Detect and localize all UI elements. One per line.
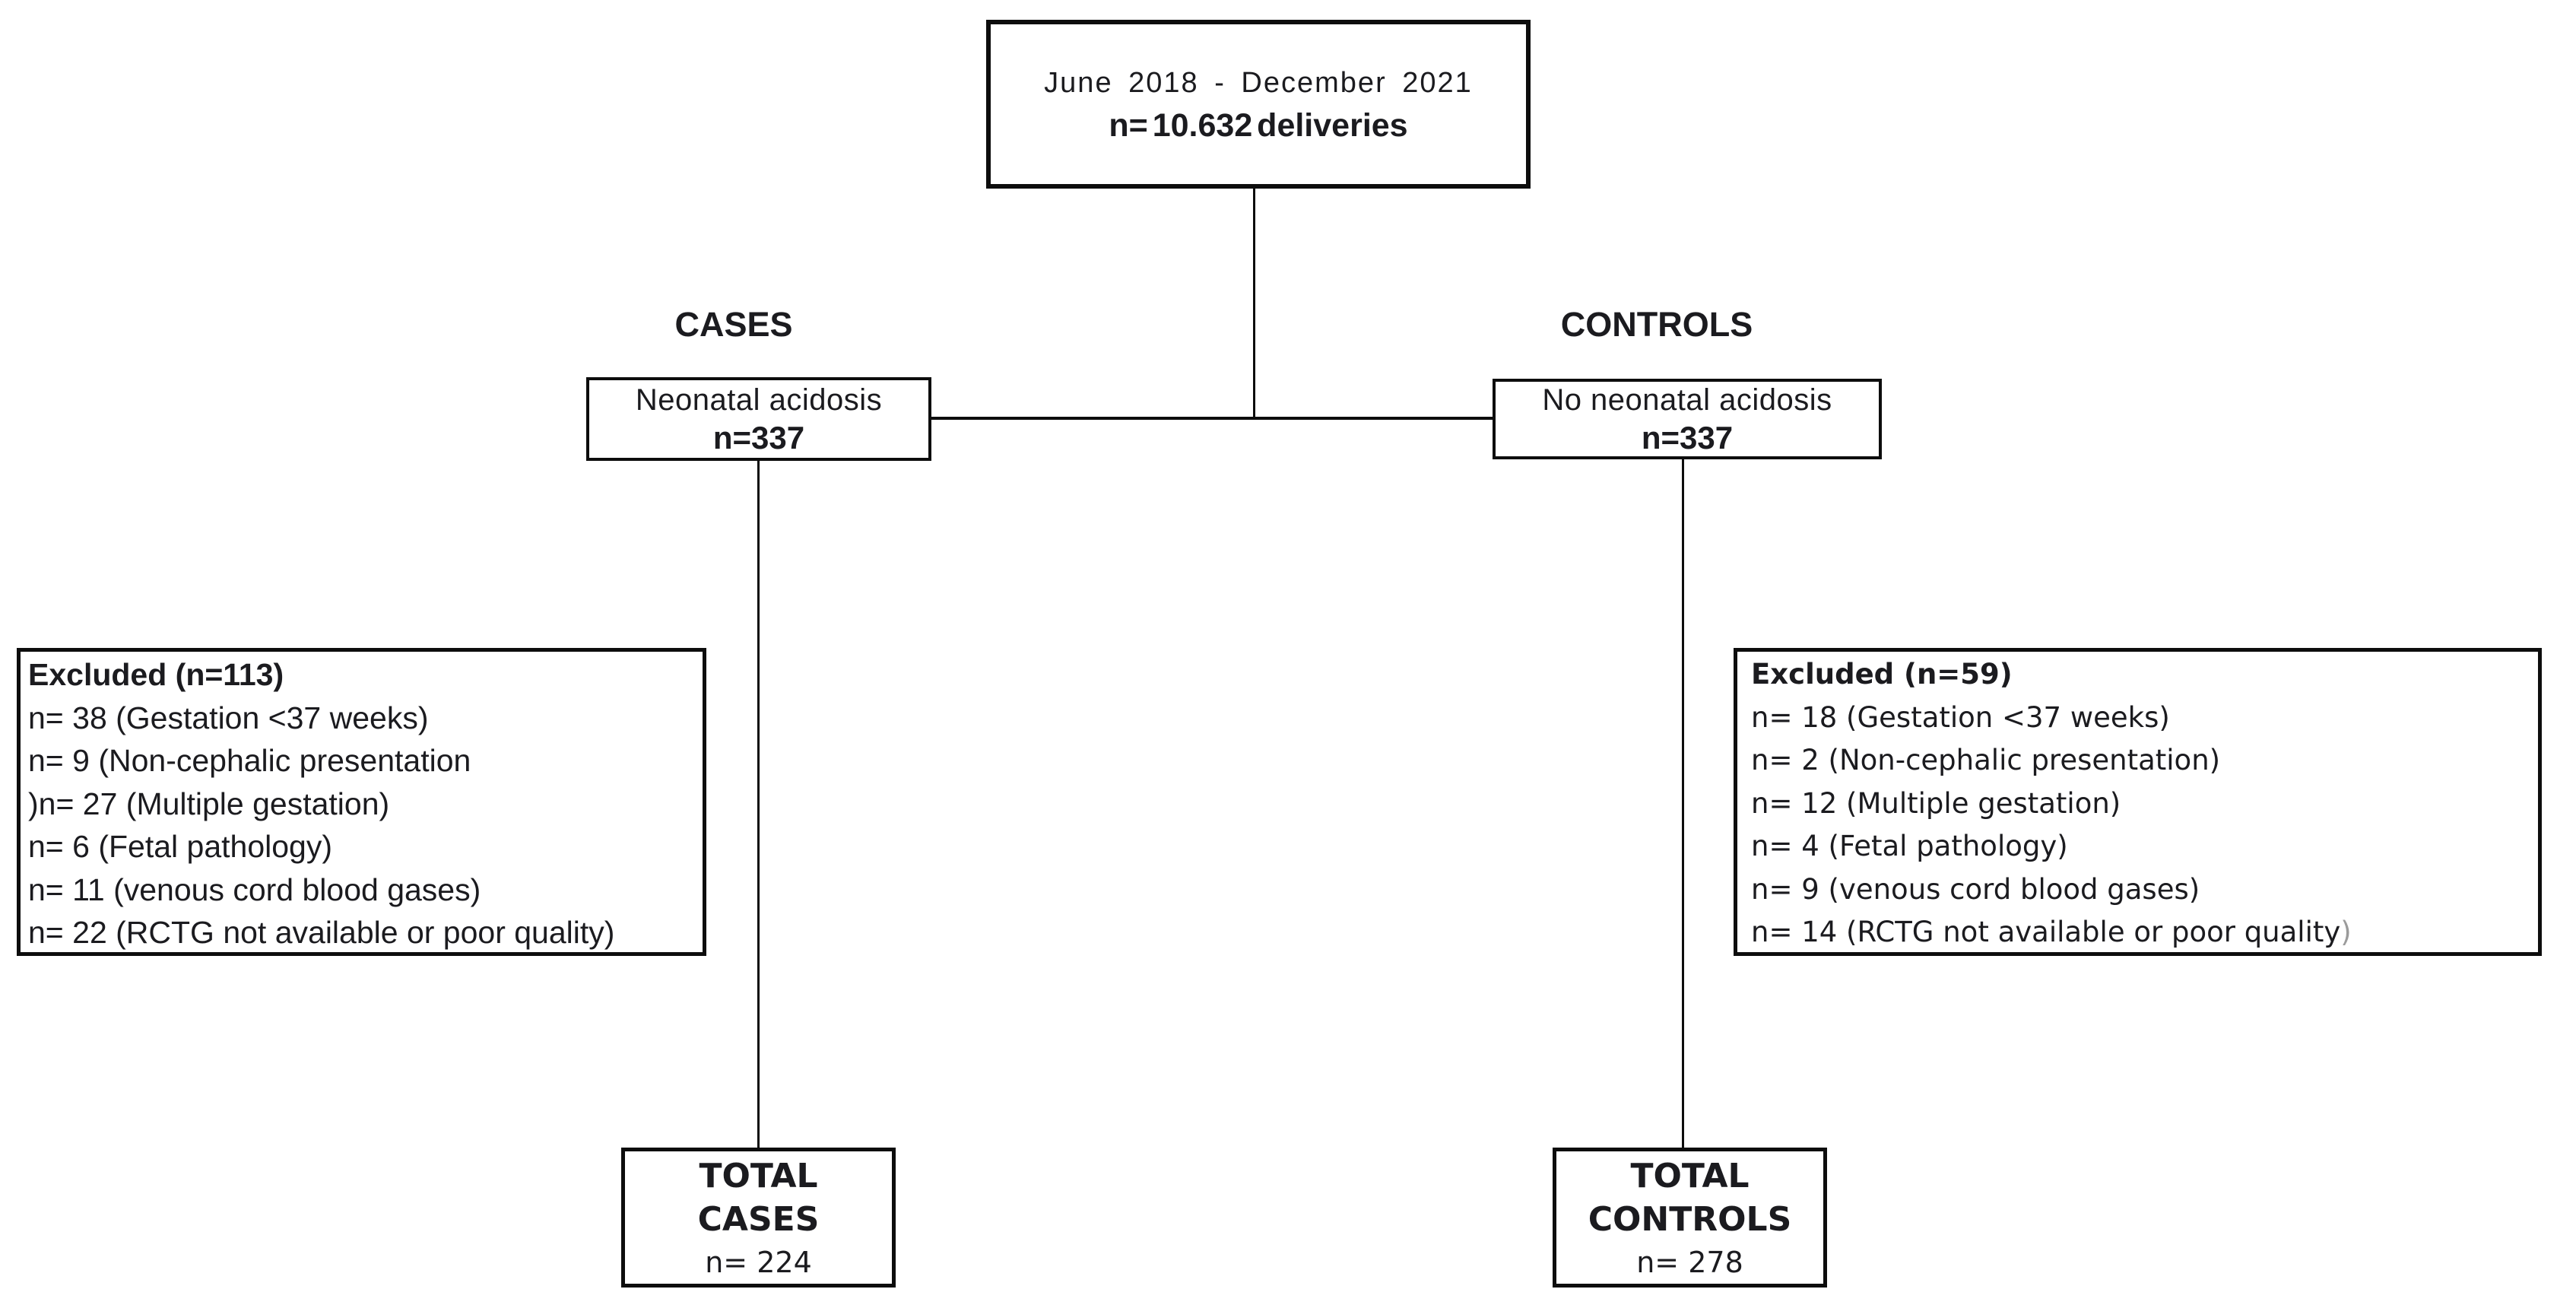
deliveries-box: June 2018 - December 2021 n= 10.632 deli…: [986, 20, 1531, 189]
cases-box-count: n=337: [712, 420, 805, 456]
total-cases-word-cases: CASES: [697, 1200, 820, 1239]
connector-cases-vertical: [757, 459, 760, 1154]
connector-horizontal-rail: [931, 417, 1493, 420]
cases-excluded-item: n= 38 (Gestation <37 weeks): [28, 700, 429, 735]
cases-heading: CASES: [674, 305, 793, 344]
controls-excluded-item: n= 9 (venous cord blood gases): [1751, 872, 2200, 906]
cases-excluded-box: Excluded (n=113) n= 38 (Gestation <37 we…: [17, 648, 706, 956]
cases-excluded-item: n= 22 (RCTG not available or poor qualit…: [28, 915, 615, 950]
controls-box: No neonatal acidosis n=337: [1493, 379, 1882, 459]
cases-box: Neonatal acidosis n=337: [586, 377, 931, 461]
total-cases-box: TOTAL CASES n= 224: [621, 1148, 896, 1288]
deliveries-period: June 2018 - December 2021: [1044, 67, 1473, 99]
controls-excluded-title: Excluded (n=59): [1751, 658, 2013, 691]
total-cases-count: n= 224: [705, 1246, 812, 1279]
cases-excluded-item: )n= 27 (Multiple gestation): [28, 786, 390, 821]
controls-excluded-item: n= 18 (Gestation <37 weeks): [1751, 700, 2170, 734]
total-controls-box: TOTAL CONTROLS n= 278: [1553, 1148, 1827, 1288]
controls-excluded-item: n= 4 (Fetal pathology): [1751, 830, 2068, 862]
controls-excluded-item-text: n= 14 (RCTG not available or poor qualit…: [1751, 916, 2341, 948]
cases-excluded-item: n= 6 (Fetal pathology): [28, 829, 332, 864]
connector-top-vertical: [1253, 189, 1255, 419]
controls-excluded-item: n= 14 (RCTG not available or poor qualit…: [1751, 911, 2538, 954]
controls-box-label: No neonatal acidosis: [1542, 383, 1832, 417]
controls-heading: CONTROLS: [1560, 305, 1753, 344]
cases-excluded-item: n= 9 (Non-cephalic presentation: [28, 743, 471, 778]
total-cases-word-total: TOTAL: [699, 1157, 818, 1195]
deliveries-count: n= 10.632 deliveries: [1109, 107, 1408, 144]
total-controls-word-controls: CONTROLS: [1588, 1200, 1792, 1239]
controls-excluded-box: Excluded (n=59) n= 18 (Gestation <37 wee…: [1734, 648, 2542, 956]
total-controls-word-total: TOTAL: [1630, 1157, 1750, 1195]
controls-excluded-item: n= 12 (Multiple gestation): [1751, 786, 2121, 820]
total-controls-count: n= 278: [1636, 1246, 1743, 1279]
controls-excluded-item-gray-paren: ): [2340, 916, 2352, 948]
connector-controls-vertical: [1682, 458, 1684, 1154]
controls-excluded-item: n= 2 (Non-cephalic presentation): [1751, 744, 2221, 776]
cases-excluded-title: Excluded (n=113): [28, 657, 284, 692]
cases-excluded-item: n= 11 (venous cord blood gases): [28, 872, 481, 907]
controls-box-count: n=337: [1641, 420, 1734, 456]
cases-box-label: Neonatal acidosis: [635, 383, 883, 417]
